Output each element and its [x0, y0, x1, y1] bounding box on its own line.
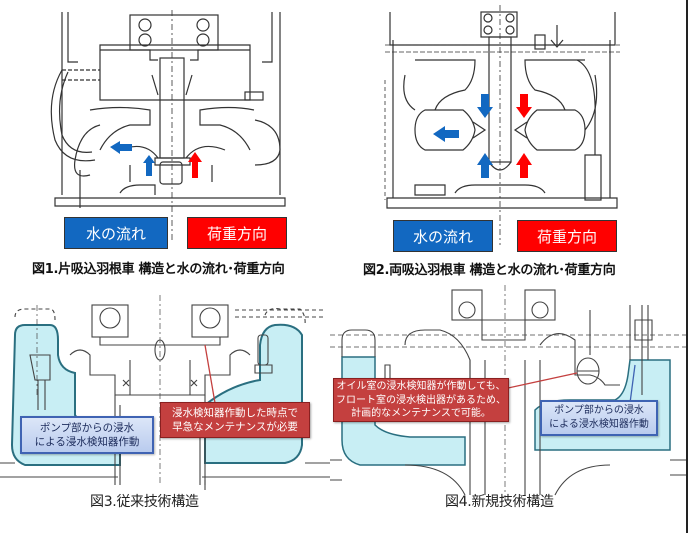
callout-leader-line: [204, 344, 216, 404]
figure-2-caption-prefix: 図2.: [363, 263, 390, 278]
callout-line: ポンプ部からの浸水: [554, 405, 644, 416]
right-border-line: [686, 0, 688, 533]
load-direction-arrow-down: [516, 94, 532, 118]
water-flow-arrow-down: [477, 94, 493, 118]
callout-line: ポンプ部からの浸水: [39, 422, 135, 434]
legend-water-flow: 水の流れ: [64, 217, 168, 249]
figure-2-panel: 水の流れ 荷重方向 図2.両吸込羽根車 構造と水の流れ･荷重方向: [345, 0, 686, 285]
callout-line: 浸水検知器作動した時点で: [172, 407, 298, 419]
callout-line: による浸水検知器作動: [549, 419, 649, 430]
callout-pump-leak-detection: ポンプ部からの浸水 による浸水検知器作動: [20, 416, 154, 454]
water-flow-arrow-left: [110, 141, 132, 154]
figure-4-panel: オイル室の浸水検知器が作動しても、 フロート室の浸水検出器があるため、 計画的な…: [330, 285, 686, 533]
water-flow-arrow-up: [477, 153, 493, 178]
legend-water-flow: 水の流れ: [393, 220, 493, 252]
callout-leader-line: [629, 364, 636, 404]
water-flow-arrow-up: [143, 155, 155, 176]
figure-1-panel: 水の流れ 荷重方向 図1.片吸込羽根車 構造と水の流れ･荷重方向: [0, 0, 345, 285]
legend-load-direction: 荷重方向: [517, 220, 617, 252]
figure-3-caption: 図3.従来技術構造: [90, 494, 199, 510]
callout-line: による浸水検知器作動: [34, 436, 140, 448]
figure-1-caption: 図1.片吸込羽根車 構造と水の流れ･荷重方向: [32, 258, 285, 277]
figure-2-caption: 図2.両吸込羽根車 構造と水の流れ･荷重方向: [363, 259, 616, 278]
callout-urgent-maintenance: 浸水検知器作動した時点で 早急なメンテナンスが必要: [160, 402, 310, 438]
legend-load-direction: 荷重方向: [187, 217, 287, 249]
load-direction-arrow-up: [188, 152, 202, 178]
figure-2-caption-text: 両吸込羽根車 構造と水の流れ･荷重方向: [389, 263, 616, 278]
figure-1-caption-text: 片吸込羽根車 構造と水の流れ･荷重方向: [58, 262, 285, 277]
figure-1-caption-prefix: 図1.: [32, 262, 59, 277]
load-direction-arrow-up: [516, 153, 532, 178]
callout-pump-leak-detection: ポンプ部からの浸水 による浸水検知器作動: [540, 400, 658, 436]
callout-line: オイル室の浸水検知器が作動しても、: [336, 381, 506, 392]
callout-line: 早急なメンテナンスが必要: [172, 421, 298, 433]
callout-line: 計画的なメンテナンスで可能。: [351, 408, 491, 419]
callout-leader-line: [507, 372, 578, 389]
water-flow-arrow-left: [433, 126, 459, 142]
figure-3-panel: 浸水検知器作動した時点で 早急なメンテナンスが必要 ポンプ部からの浸水 による浸…: [0, 285, 330, 533]
figure-1-drawing: [50, 10, 286, 240]
callout-planned-maintenance: オイル室の浸水検知器が作動しても、 フロート室の浸水検出器があるため、 計画的な…: [333, 378, 509, 422]
figure-4-caption: 図4.新規技術構造: [445, 494, 554, 510]
figure-2-drawing: [384, 5, 620, 245]
callout-line: フロート室の浸水検出器があるため、: [336, 394, 506, 406]
